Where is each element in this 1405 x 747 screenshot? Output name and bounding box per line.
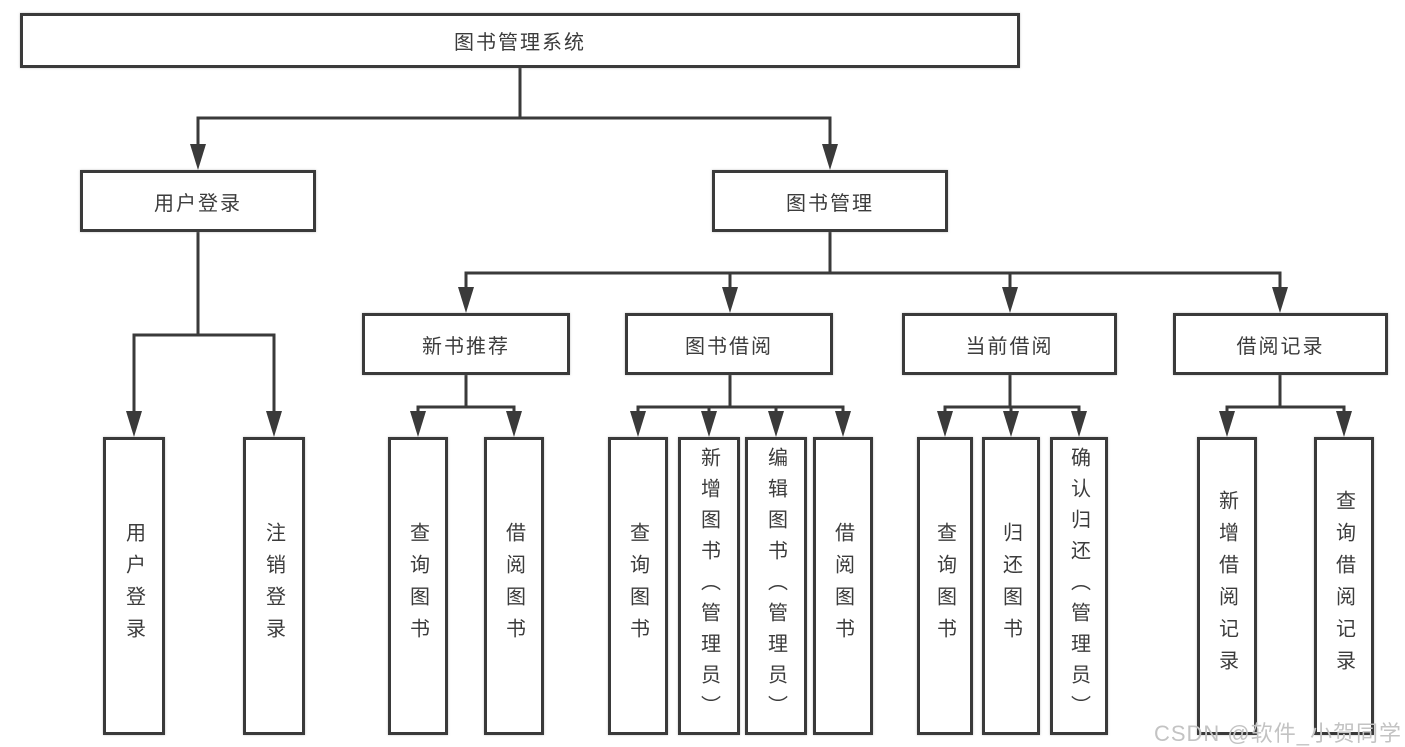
node-rec-query-book-label: 查询图书 <box>406 522 429 650</box>
node-current-query-book-label: 查询图书 <box>933 522 956 650</box>
node-borrow-query-book-label: 查询图书 <box>626 522 649 650</box>
node-rec-query-book: 查询图书 <box>388 437 448 735</box>
arrowheads <box>126 144 1352 437</box>
node-leaf-logout-label: 注销登录 <box>262 522 285 650</box>
node-borrow-borrow-book-label: 借阅图书 <box>831 522 854 650</box>
node-book-management-label: 图书管理 <box>786 192 874 215</box>
node-user-login-label: 用户登录 <box>154 192 242 215</box>
node-borrow-edit-book-admin: 编辑图书（管理员） <box>745 437 807 735</box>
node-current-query-book: 查询图书 <box>917 437 973 735</box>
node-rec-borrow-book-label: 借阅图书 <box>502 522 525 650</box>
node-borrow-add-book-admin: 新增图书（管理员） <box>678 437 740 735</box>
node-borrow-add-book-admin-label: 新增图书（管理员） <box>697 446 720 726</box>
node-record-query-borrow-record-label: 查询借阅记录 <box>1332 490 1355 682</box>
node-current-confirm-return-admin: 确认归还（管理员） <box>1050 437 1108 735</box>
node-borrow-query-book: 查询图书 <box>608 437 668 735</box>
node-record-add-borrow-record-label: 新增借阅记录 <box>1215 490 1238 682</box>
node-new-book-recommendation-label: 新书推荐 <box>422 335 510 358</box>
node-current-borrowing-label: 当前借阅 <box>965 335 1054 358</box>
node-new-book-recommendation: 新书推荐 <box>362 313 570 375</box>
node-book-borrowing-label: 图书借阅 <box>685 335 773 358</box>
node-book-management: 图书管理 <box>712 170 948 232</box>
node-record-query-borrow-record: 查询借阅记录 <box>1314 437 1374 735</box>
node-borrow-borrow-book: 借阅图书 <box>813 437 873 735</box>
node-current-confirm-return-admin-label: 确认归还（管理员） <box>1067 446 1090 726</box>
node-leaf-user-login: 用户登录 <box>103 437 165 735</box>
node-borrowing-records: 借阅记录 <box>1173 313 1388 375</box>
node-current-borrowing: 当前借阅 <box>902 313 1117 375</box>
node-root-system: 图书管理系统 <box>20 13 1020 68</box>
node-leaf-logout: 注销登录 <box>243 437 305 735</box>
node-current-return-book: 归还图书 <box>982 437 1040 735</box>
node-root-system-label: 图书管理系统 <box>454 32 586 54</box>
csdn-watermark: CSDN @软件_小贺同学 <box>1153 721 1402 746</box>
node-user-login: 用户登录 <box>80 170 316 232</box>
node-borrowing-records-label: 借阅记录 <box>1236 335 1325 358</box>
node-borrow-edit-book-admin-label: 编辑图书（管理员） <box>764 446 787 726</box>
node-book-borrowing: 图书借阅 <box>625 313 833 375</box>
node-record-add-borrow-record: 新增借阅记录 <box>1197 437 1257 735</box>
node-leaf-user-login-label: 用户登录 <box>122 522 145 650</box>
node-rec-borrow-book: 借阅图书 <box>484 437 544 735</box>
node-current-return-book-label: 归还图书 <box>999 522 1022 650</box>
